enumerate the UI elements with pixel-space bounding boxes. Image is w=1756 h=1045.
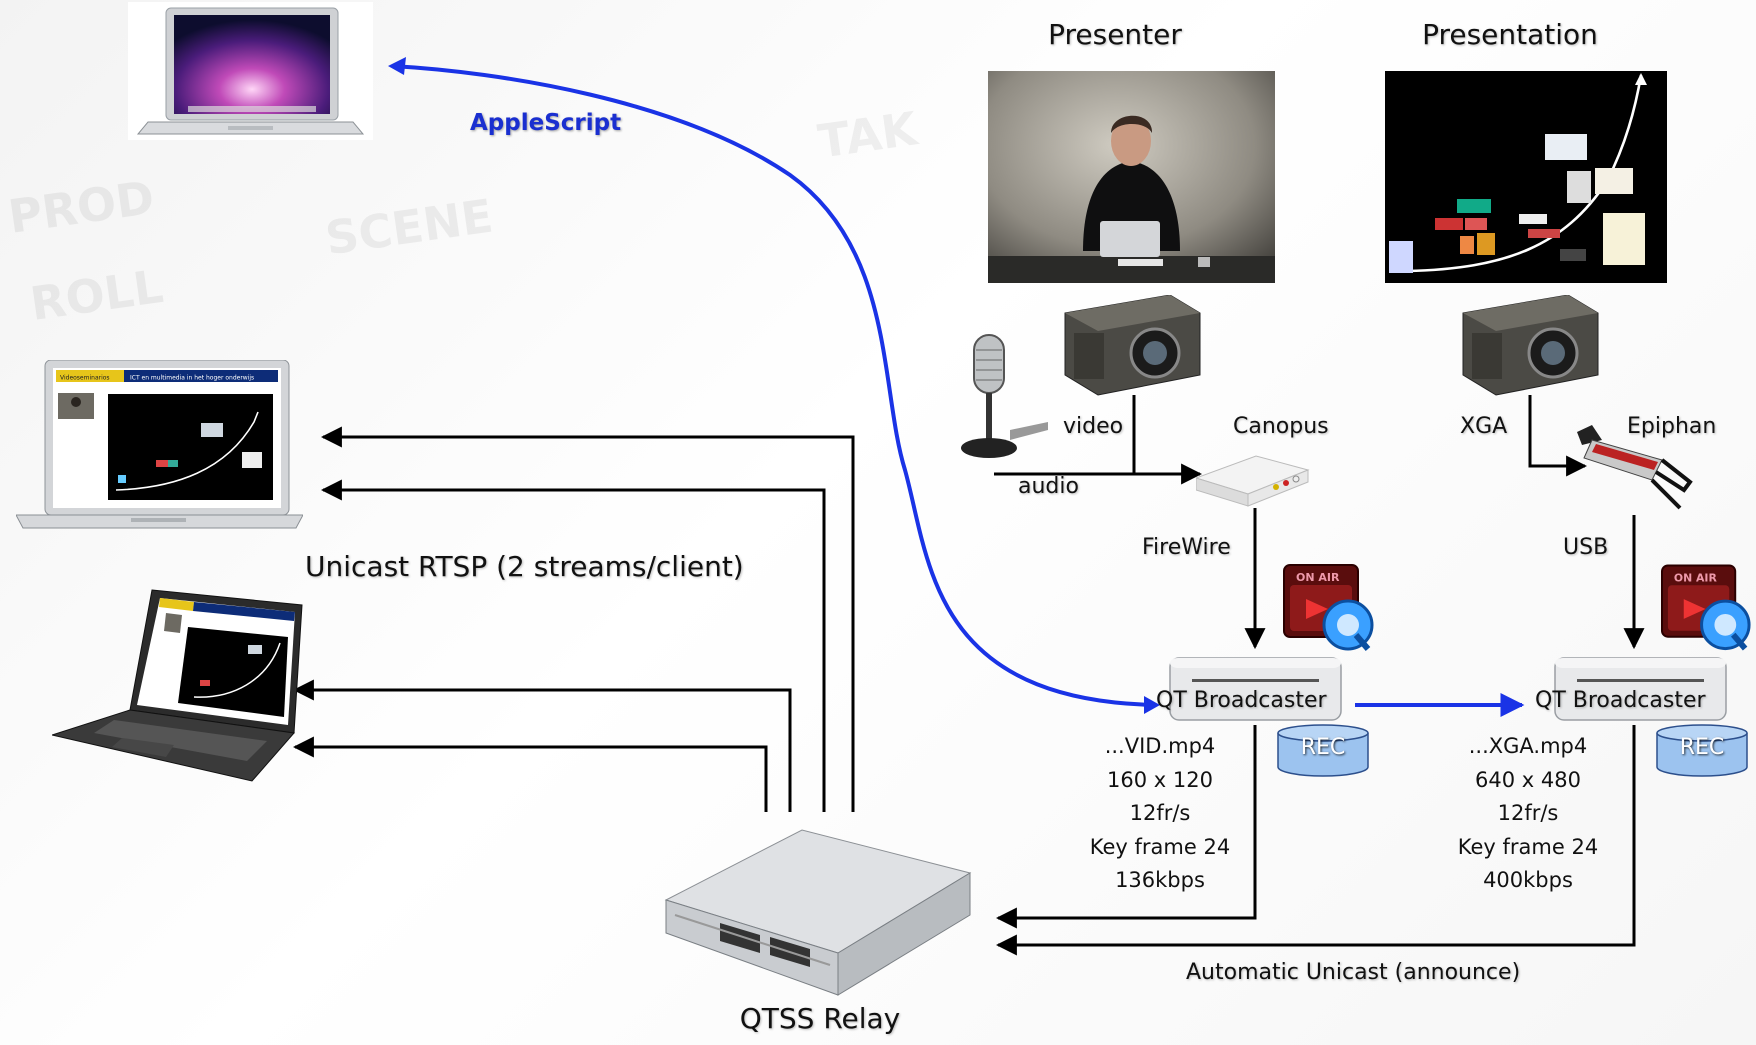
unicast-label: Unicast RTSP (2 streams/client) — [305, 550, 744, 583]
stat-filename: ...XGA.mp4 — [1468, 734, 1588, 758]
stat-bitrate: 400kbps — [1483, 868, 1573, 892]
video-label: video — [1063, 414, 1124, 439]
on-air-recorder-icon: ON AIR — [1283, 564, 1374, 651]
on-air-recorder-icon: ON AIR — [1660, 564, 1751, 651]
stream-line-3 — [292, 679, 792, 812]
presenter-photo — [988, 71, 1275, 283]
applescript-arrowhead-bottom — [1144, 696, 1160, 714]
applescript-arrowhead-top — [388, 57, 406, 75]
stream-line-2 — [320, 479, 826, 812]
rec-disk-1 — [1277, 724, 1369, 777]
rec-disk-1-label: REC — [1300, 735, 1346, 760]
epiphan-label: Epiphan — [1627, 414, 1717, 439]
stat-framerate: 12fr/s — [1129, 801, 1191, 825]
broadcaster-2-stats: ...XGA.mp4 640 x 480 12fr/s Key frame 24… — [1428, 730, 1628, 898]
audio-label: audio — [1018, 474, 1079, 499]
stat-filename: ...VID.mp4 — [1104, 734, 1216, 758]
on-air-text: ON AIR — [1674, 571, 1718, 584]
firewire-label: FireWire — [1142, 535, 1231, 560]
stat-keyframe: Key frame 24 — [1089, 834, 1231, 859]
client-laptop-mac: Videoseminarios ICT en multimedia in het… — [16, 360, 303, 529]
rec-disk-2-label: REC — [1679, 735, 1725, 760]
relay-feed-xga — [995, 725, 1636, 956]
epiphan-capture — [1577, 425, 1693, 510]
broadcaster-1-machine — [1169, 657, 1342, 721]
presentation-slide — [1385, 71, 1667, 283]
canopus-converter — [1196, 455, 1310, 507]
stat-resolution: 640 x 480 — [1475, 767, 1581, 792]
relay-feed-video — [995, 725, 1257, 929]
automatic-unicast-label: Automatic Unicast (announce) — [1186, 960, 1521, 985]
xga-line — [1528, 395, 1588, 477]
relay-label: QTSS Relay — [739, 1002, 901, 1035]
xga-label: XGA — [1460, 414, 1508, 439]
rec-disk-2 — [1656, 724, 1748, 777]
stat-framerate: 12fr/s — [1497, 801, 1559, 825]
broadcaster-1-label: QT Broadcaster — [1156, 688, 1327, 713]
usb-label: USB — [1563, 535, 1609, 560]
xga-projector — [1462, 295, 1599, 396]
client-tab-title: ICT en multimedia in het hoger onderwijs — [130, 375, 254, 382]
video-line — [1132, 395, 1203, 485]
stream-line-4 — [292, 736, 768, 812]
video-projector — [1064, 295, 1201, 396]
broadcaster-1-stats: ...VID.mp4 160 x 120 12fr/s Key frame 24… — [1060, 730, 1260, 898]
on-air-text: ON AIR — [1296, 571, 1340, 584]
stat-resolution: 160 x 120 — [1107, 767, 1213, 792]
presentation-heading: Presentation — [1422, 18, 1598, 51]
canopus-label: Canopus — [1233, 414, 1329, 439]
client-laptop-pc — [52, 589, 303, 782]
controller-laptop — [128, 2, 373, 140]
presenter-heading: Presenter — [1048, 18, 1182, 51]
relay-server — [664, 829, 972, 996]
microphone-icon — [961, 334, 1048, 458]
stat-keyframe: Key frame 24 — [1457, 834, 1599, 859]
stream-line-1 — [320, 426, 855, 812]
client-tab-label: Videoseminarios — [60, 375, 110, 382]
broadcaster-2-machine — [1554, 657, 1727, 721]
stat-bitrate: 136kbps — [1115, 868, 1205, 892]
broadcaster-2-label: QT Broadcaster — [1535, 688, 1706, 713]
applescript-label: AppleScript — [470, 110, 622, 136]
applescript-curve — [391, 64, 1156, 707]
